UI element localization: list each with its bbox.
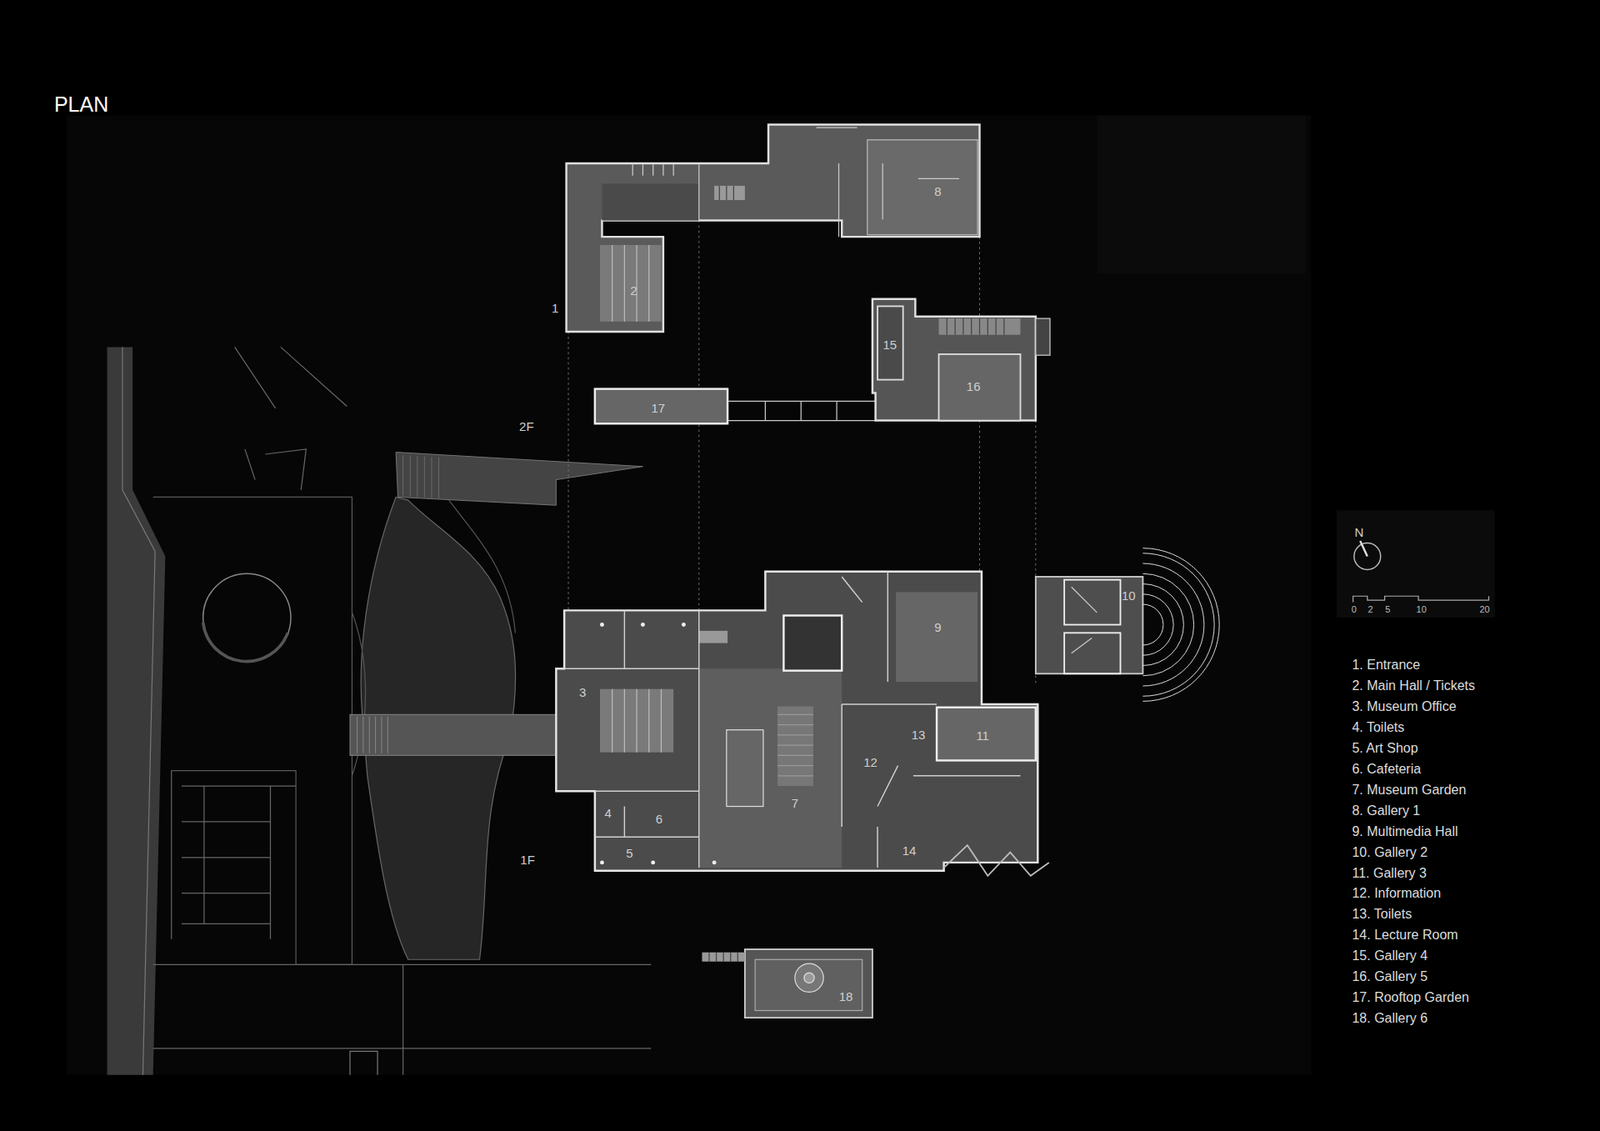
callout-number: 7	[791, 795, 799, 810]
legend-item: 17. Rooftop Garden	[1351, 990, 1470, 1005]
legend-item: 16. Gallery 5	[1351, 969, 1428, 985]
callout-number: 14	[902, 844, 917, 859]
scale-number: 0	[1351, 604, 1357, 615]
callout-number: 4	[605, 806, 612, 821]
callout-number: 16	[966, 380, 981, 395]
legend-item: 1. Entrance	[1351, 658, 1420, 674]
callout-number: 18	[839, 990, 854, 1005]
plan-title: PLAN	[54, 93, 109, 117]
legend-item: 18. Gallery 6	[1351, 1010, 1428, 1026]
floor-label: 1F	[520, 853, 535, 868]
scale-number: 2	[1367, 604, 1373, 615]
callout-number: 11	[975, 729, 990, 744]
legend-item: 9. Multimedia Hall	[1351, 824, 1458, 840]
scale-number: 10	[1416, 604, 1427, 615]
floor-label: 2F	[519, 420, 535, 435]
callout-number: 10	[1121, 589, 1136, 604]
callout-number: 3	[579, 685, 586, 700]
callout-number: 1	[551, 301, 559, 316]
callout-number: 5	[625, 845, 633, 860]
legend-item: 15. Gallery 4	[1351, 948, 1428, 964]
legend-item: 14. Lecture Room	[1351, 928, 1458, 944]
legend-item: 7. Museum Garden	[1351, 782, 1466, 798]
legend-item: 2. Main Hall / Tickets	[1351, 678, 1475, 694]
legend-item: 4. Toilets	[1351, 720, 1405, 735]
legend-item: 8. Gallery 1	[1351, 803, 1420, 819]
callout-number: 12	[863, 755, 878, 770]
legend-item: 3. Museum Office	[1351, 699, 1456, 715]
legend-item: 11. Gallery 3	[1351, 865, 1427, 881]
callout-number: 13	[911, 727, 926, 742]
callout-number: 2	[630, 284, 637, 299]
callout-number: 9	[934, 620, 941, 635]
scale-number: 5	[1385, 604, 1390, 615]
callout-number: 8	[934, 185, 941, 200]
legend-item: 6. Cafeteria	[1351, 761, 1421, 777]
callout-number: 15	[882, 338, 897, 353]
legend-item: 12. Information	[1351, 886, 1441, 902]
legend-item: 5. Art Shop	[1351, 740, 1418, 756]
callout-number: 6	[655, 812, 663, 827]
legend-item: 13. Toilets	[1351, 907, 1412, 923]
scale-number: 20	[1480, 604, 1490, 615]
north-label: N	[1355, 525, 1365, 540]
legend-item: 10. Gallery 2	[1351, 845, 1428, 860]
callout-number: 17	[650, 401, 665, 416]
